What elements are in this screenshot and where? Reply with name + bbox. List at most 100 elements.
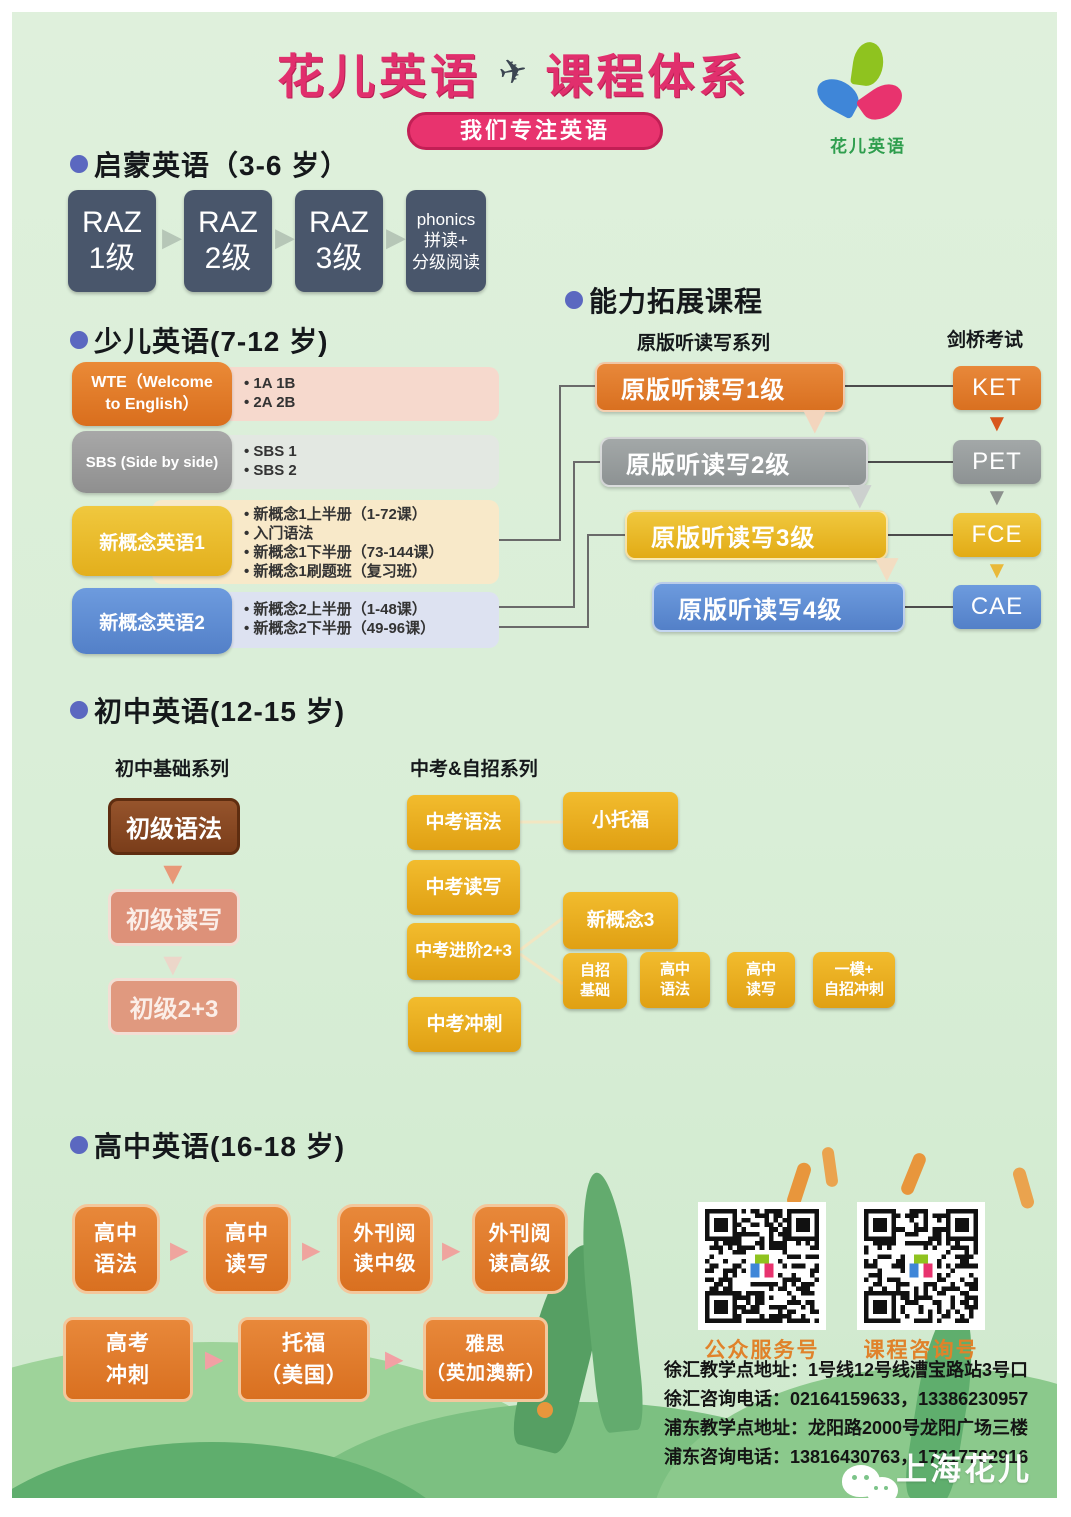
arrow-right-icon: ▶ xyxy=(170,1237,189,1264)
logo-petal-green xyxy=(850,40,886,88)
section-enlightenment-title: 启蒙英语（3-6 岁） xyxy=(94,150,350,181)
course-box-sbs: SBS (Side by side) xyxy=(72,431,232,493)
arrow-down-icon: ▼ xyxy=(840,473,880,517)
flower-accent xyxy=(537,1402,553,1418)
qr-code-public-account xyxy=(698,1202,826,1330)
contact-line: 徐汇教学点地址：1号线12号线漕宝路站3号口 xyxy=(664,1360,1029,1380)
bullet-dot-icon xyxy=(70,331,88,349)
course-box-raz1: RAZ 1级 xyxy=(68,190,156,292)
arrow-down-icon: ▼ xyxy=(985,557,1009,584)
section-expansion-title: 能力拓展课程 xyxy=(589,286,764,317)
course-box-high-grammar: 高中 语法 xyxy=(72,1204,160,1294)
arrow-right-icon: ▶ xyxy=(162,222,182,252)
arrow-down-icon: ▼ xyxy=(157,946,189,982)
poster-canvas: 花儿英语 ✈ 课程体系 我们专注英语 花儿英语 启蒙英语（3-6 岁） RAZ … xyxy=(12,12,1057,1498)
bullet-list-nce2: 新概念2上半册（1-48课） 新概念2下半册（49-96课） xyxy=(244,600,435,638)
bullet-list-nce1: 新概念1上半册（1-72课） 入门语法 新概念1下半册（73-144课） 新概念… xyxy=(244,505,443,581)
course-box-raz3: RAZ 3级 xyxy=(295,190,383,292)
course-box-nce1: 新概念英语1 xyxy=(72,506,232,576)
arrow-right-icon: ▶ xyxy=(275,222,295,252)
course-box-hs-grammar-small: 高中 语法 xyxy=(640,952,710,1008)
column-title-cambridge: 剑桥考试 xyxy=(947,330,1024,351)
course-box-level2: 原版听读写2级 xyxy=(600,437,868,487)
flower-accent xyxy=(899,1151,928,1197)
course-box-level4: 原版听读写4级 xyxy=(652,582,905,632)
arrow-down-icon: ▼ xyxy=(985,410,1009,437)
course-box-ielts: 雅思 （英加澳新） xyxy=(423,1317,548,1402)
bullet-dot-icon xyxy=(565,291,583,309)
arrow-down-icon: ▼ xyxy=(985,484,1009,511)
flower-accent xyxy=(1011,1166,1036,1210)
course-box-zk-reading: 中考读写 xyxy=(407,860,520,915)
course-box-journal-high: 外刊阅 读高级 xyxy=(472,1204,568,1294)
course-box-level1: 原版听读写1级 xyxy=(595,362,845,412)
section-middle-header: 初中英语(12-15 岁) xyxy=(70,690,345,730)
bullet-dot-icon xyxy=(70,701,88,719)
course-box-high-reading: 高中 读写 xyxy=(203,1204,291,1294)
contact-line: 浦东咨询电话：13816430763，17317702916 xyxy=(664,1447,1029,1467)
flower-accent xyxy=(821,1146,839,1188)
contact-line: 浦东教学点地址：龙阳路2000号龙阳广场三楼 xyxy=(664,1418,1029,1438)
course-box-hs-reading-small: 高中 读写 xyxy=(727,952,795,1008)
arrow-right-icon: ▶ xyxy=(385,1346,404,1373)
arrow-down-icon: ▼ xyxy=(867,546,907,590)
course-box-zk-advance: 中考进阶2+3 xyxy=(407,923,520,980)
column-title-listening: 原版听读写系列 xyxy=(637,333,771,354)
bullet-list-wte: 1A 1B 2A 2B xyxy=(244,374,295,412)
bullet-list-sbs: SBS 1 SBS 2 xyxy=(244,442,296,480)
exam-box-cae: CAE xyxy=(953,585,1041,629)
exam-box-fce: FCE xyxy=(953,513,1041,557)
brand-name: 花儿英语 xyxy=(277,49,481,103)
course-box-raz2: RAZ 2级 xyxy=(184,190,272,292)
course-box-junior-grammar: 初级语法 xyxy=(108,798,240,855)
exam-box-pet: PET xyxy=(953,440,1041,484)
section-high-title: 高中英语(16-18 岁) xyxy=(94,1131,346,1162)
plane-icon: ✈ xyxy=(495,50,532,94)
section-enlightenment-header: 启蒙英语（3-6 岁） xyxy=(70,144,349,184)
contact-line: 徐汇咨询电话：02164159633，13386230957 xyxy=(664,1389,1029,1409)
column-title-middle-basic: 初中基础系列 xyxy=(115,759,230,780)
course-box-zk-sprint: 中考冲刺 xyxy=(408,997,521,1052)
course-box-junior-reading: 初级读写 xyxy=(108,889,240,946)
course-box-level3: 原版听读写3级 xyxy=(625,510,888,560)
wechat-banner: 上海花儿英语 xyxy=(842,1444,1057,1498)
bullet-dot-icon xyxy=(70,155,88,173)
arrow-right-icon: ▶ xyxy=(442,1237,461,1264)
course-box-yimo-sprint: 一模+ 自招冲刺 xyxy=(813,952,895,1008)
course-box-nce2: 新概念英语2 xyxy=(72,588,232,654)
section-middle-title: 初中英语(12-15 岁) xyxy=(94,696,346,727)
section-expansion-header: 能力拓展课程 xyxy=(565,280,763,320)
course-box-toefl-junior: 小托福 xyxy=(563,792,678,850)
bullet-dot-icon xyxy=(70,1136,88,1154)
wechat-icon xyxy=(842,1465,898,1498)
course-box-junior-2plus3: 初级2+3 xyxy=(108,978,240,1035)
arrow-right-icon: ▶ xyxy=(205,1346,224,1373)
course-box-phonics: phonics 拼读+ 分级阅读 xyxy=(406,190,486,292)
section-high-header: 高中英语(16-18 岁) xyxy=(70,1125,345,1165)
course-box-journal-mid: 外刊阅 读中级 xyxy=(337,1204,433,1294)
page-title: 花儿英语 ✈ 课程体系 xyxy=(277,42,837,103)
column-title-zhongkao: 中考&自招系列 xyxy=(410,759,538,780)
arrow-right-icon: ▶ xyxy=(302,1237,321,1264)
section-juvenile-title: 少儿英语(7-12 岁) xyxy=(94,326,329,357)
qr-pattern xyxy=(864,1209,978,1323)
course-box-zk-grammar: 中考语法 xyxy=(407,795,520,850)
brand-logo: 花儿英语 xyxy=(805,40,925,156)
course-box-nce3: 新概念3 xyxy=(563,892,678,949)
arrow-right-icon: ▶ xyxy=(386,222,406,252)
qr2-label: 课程咨询号 xyxy=(863,1339,979,1362)
exam-box-ket: KET xyxy=(953,366,1041,410)
arrow-down-icon: ▼ xyxy=(795,398,835,442)
qr-code-consult-account xyxy=(857,1202,985,1330)
tagline-pill: 我们专注英语 xyxy=(407,112,663,150)
course-box-gaokao-sprint: 高考 冲刺 xyxy=(63,1317,193,1402)
arrow-down-icon: ▼ xyxy=(157,855,189,891)
logo-text: 花儿英语 xyxy=(830,137,906,156)
qr-pattern xyxy=(705,1209,819,1323)
wechat-banner-text: 上海花儿英语 xyxy=(896,1452,1033,1498)
course-box-zizhao-basic: 自招 基础 xyxy=(563,953,627,1009)
course-box-toefl: 托福 （美国） xyxy=(238,1317,370,1402)
title-suffix: 课程体系 xyxy=(545,49,750,103)
qr1-label: 公众服务号 xyxy=(704,1339,820,1362)
